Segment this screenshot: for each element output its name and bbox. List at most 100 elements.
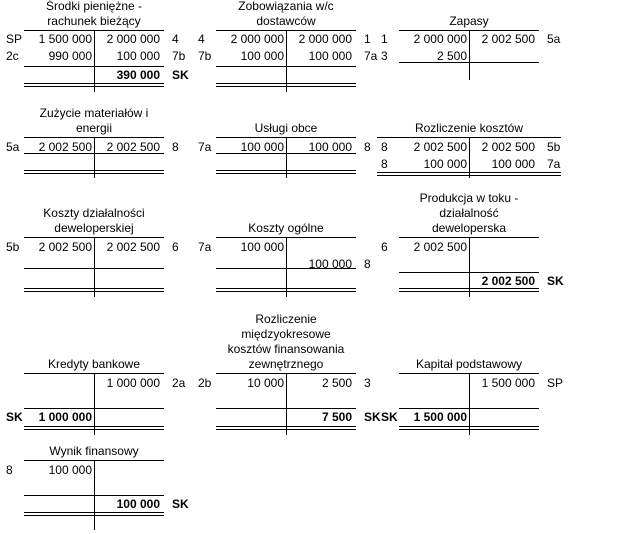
closing-balance: 100 000	[116, 497, 160, 511]
account-center-rule	[469, 137, 470, 178]
entry-ref-right: 1	[364, 32, 371, 46]
entry-ref-left: 6	[381, 240, 388, 254]
entry-ref-left: SP	[6, 32, 23, 46]
account-title: Wynik finansowy	[49, 444, 139, 458]
debit-amount: 2 000 000	[230, 32, 284, 46]
account-closing-rule	[399, 272, 539, 273]
credit-amount: 1 000 000	[106, 376, 160, 390]
account-double-rule	[399, 426, 539, 430]
account-center-rule	[94, 30, 95, 92]
entry-ref-right: 7b	[172, 49, 186, 63]
account-title: Zapasy	[449, 14, 489, 28]
credit-amount: 100 000	[491, 157, 535, 171]
entry-ref-left: 7b	[198, 49, 212, 63]
entry-ref-left: 1	[381, 32, 388, 46]
account-title: Środki pieniężne - rachunek bieżący	[45, 0, 143, 28]
account-closing-rule	[24, 268, 164, 269]
account-title: Kredyty bankowe	[47, 357, 141, 371]
debit-amount: 990 000	[48, 49, 92, 63]
entry-ref-left: 4	[198, 32, 205, 46]
credit-amount: 2 002 500	[106, 240, 160, 254]
account-center-rule	[94, 237, 95, 297]
account-closing-rule	[399, 62, 539, 63]
account-center-rule	[469, 237, 470, 297]
debit-amount: 100 000	[240, 140, 284, 154]
account-double-rule	[24, 83, 164, 87]
account-title: Koszty ogólne	[248, 221, 324, 235]
account-double-rule	[216, 83, 356, 87]
credit-amount: 2 000 000	[106, 32, 160, 46]
closing-balance-mark: SK	[172, 68, 189, 82]
entry-ref-right: 2a	[172, 376, 186, 390]
closing-balance: 1 000 000	[38, 410, 92, 424]
account-closing-rule	[24, 66, 164, 67]
entry-ref-left: 8	[381, 140, 388, 154]
entry-ref-left: 5b	[6, 240, 20, 254]
account-closing-rule	[24, 495, 164, 496]
credit-amount: 2 002 500	[481, 32, 535, 46]
account-title: Kapitał podstawowy	[415, 357, 523, 371]
account-title: Rozliczenie międzyokresowe kosztów finan…	[227, 312, 345, 371]
debit-amount: 100 000	[240, 49, 284, 63]
credit-amount: 100 000	[116, 49, 160, 63]
account-closing-rule	[399, 408, 539, 409]
entry-ref-left: 3	[381, 49, 388, 63]
closing-balance: 1 500 000	[413, 410, 467, 424]
closing-balance-mark: SK	[6, 410, 23, 424]
entry-ref-right: 7a	[547, 157, 561, 171]
closing-balance: 7 500	[321, 410, 352, 424]
credit-amount: 2 002 500	[481, 140, 535, 154]
entry-ref-left: 8	[6, 463, 13, 477]
account-double-rule	[216, 170, 356, 174]
account-center-rule	[94, 137, 95, 178]
debit-amount: 100 000	[423, 157, 467, 171]
account-center-rule	[286, 237, 287, 297]
account-center-rule	[469, 30, 470, 80]
credit-amount: 100 000	[308, 140, 352, 154]
entry-ref-left: 5a	[6, 140, 20, 154]
closing-balance-mark: SK	[547, 274, 564, 288]
account-title: Produkcja w toku - działalność deweloper…	[419, 191, 519, 235]
closing-balance-mark: SK	[364, 410, 381, 424]
entry-ref-left: 7a	[198, 140, 212, 154]
credit-amount: 1 500 000	[481, 376, 535, 390]
account-closing-rule	[24, 408, 164, 409]
account-double-rule	[24, 426, 164, 430]
account-closing-rule	[216, 66, 356, 67]
account-double-rule	[24, 512, 164, 516]
credit-amount: 2 000 000	[298, 32, 352, 46]
entry-ref-right: 8	[364, 257, 371, 271]
account-center-rule	[94, 373, 95, 435]
debit-amount: 2 002 500	[413, 240, 467, 254]
entry-ref-left: 8	[381, 157, 388, 171]
account-title: Usługi obce	[254, 121, 318, 135]
debit-amount: 2 000 000	[413, 32, 467, 46]
debit-amount: 10 000	[247, 376, 284, 390]
credit-amount: 100 000	[308, 257, 352, 271]
account-double-rule	[216, 288, 356, 292]
account-closing-rule	[216, 153, 356, 154]
debit-amount: 2 002 500	[413, 140, 467, 154]
debit-amount: 2 500	[436, 49, 467, 63]
entry-ref-right: 7a	[364, 49, 378, 63]
debit-amount: 100 000	[240, 240, 284, 254]
closing-balance-mark: SK	[172, 497, 189, 511]
entry-ref-left: 2c	[6, 49, 19, 63]
closing-balance: 2 002 500	[481, 274, 535, 288]
account-double-rule	[24, 288, 164, 292]
account-center-rule	[286, 137, 287, 178]
account-center-rule	[286, 373, 287, 435]
account-title: Koszty działalności deweloperskiej	[43, 206, 145, 235]
account-title: Rozliczenie kosztów	[414, 121, 524, 135]
credit-amount: 2 002 500	[106, 140, 160, 154]
account-double-rule	[377, 172, 561, 176]
entry-ref-left: 7a	[198, 240, 212, 254]
debit-amount: 2 002 500	[38, 140, 92, 154]
entry-ref-right: SP	[547, 376, 564, 390]
entry-ref-left: 2b	[198, 376, 212, 390]
account-center-rule	[469, 373, 470, 435]
credit-amount: 2 500	[321, 376, 352, 390]
entry-ref-right: 8	[172, 140, 179, 154]
account-closing-rule	[216, 268, 356, 269]
debit-amount: 1 500 000	[38, 32, 92, 46]
